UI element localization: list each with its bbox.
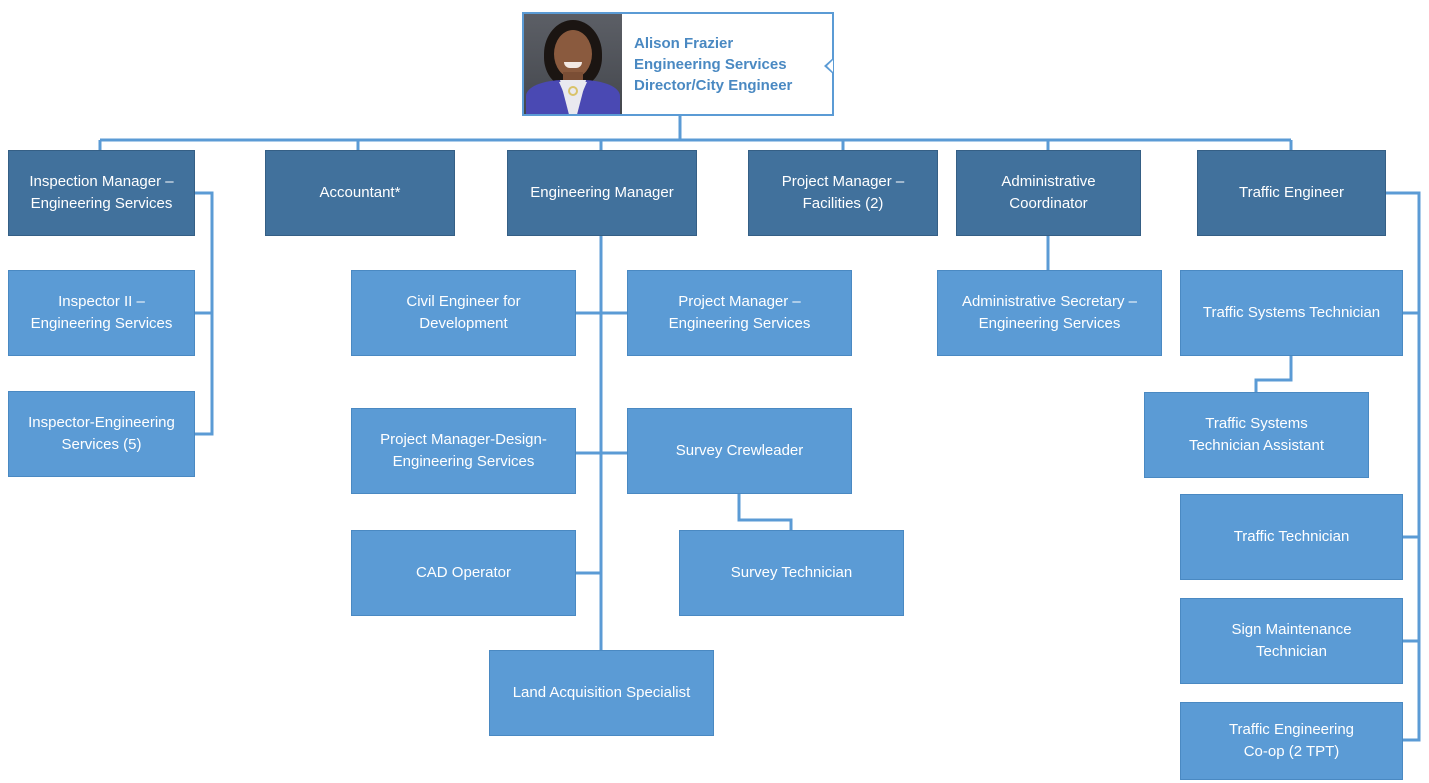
node-project-manager-engineering[interactable]: Project Manager – Engineering Services <box>627 270 852 356</box>
node-traffic-coop[interactable]: Traffic Engineering Co-op (2 TPT) <box>1180 702 1403 780</box>
director-department: Engineering Services <box>634 55 787 73</box>
node-inspection-manager[interactable]: Inspection Manager – Engineering Service… <box>8 150 195 236</box>
node-traffic-engineer[interactable]: Traffic Engineer <box>1197 150 1386 236</box>
node-label: Administrative Secretary – Engineering S… <box>961 293 1138 332</box>
node-traffic-systems-technician[interactable]: Traffic Systems Technician <box>1180 270 1403 356</box>
node-inspector-engineering[interactable]: Inspector-Engineering Services (5) <box>8 391 195 477</box>
node-label: Land Acquisition Specialist <box>512 684 691 701</box>
node-project-manager-facilities[interactable]: Project Manager – Facilities (2) <box>748 150 938 236</box>
node-engineering-manager[interactable]: Engineering Manager <box>507 150 697 236</box>
director-name: Alison Frazier <box>634 34 734 52</box>
node-accountant[interactable]: Accountant* <box>265 150 455 236</box>
node-project-manager-design[interactable]: Project Manager-Design- Engineering Serv… <box>351 408 576 494</box>
node-label: Traffic Engineering Co-op (2 TPT) <box>1228 721 1355 760</box>
director-info: Alison Frazier Engineering Services Dire… <box>622 14 832 114</box>
node-sign-maintenance[interactable]: Sign Maintenance Technician <box>1180 598 1403 684</box>
node-cad-operator[interactable]: CAD Operator <box>351 530 576 616</box>
node-label: Traffic Technician <box>1233 528 1350 545</box>
node-traffic-technician[interactable]: Traffic Technician <box>1180 494 1403 580</box>
node-label: Administrative Coordinator <box>1001 173 1096 212</box>
node-label: Engineering Manager <box>530 184 674 201</box>
node-administrative-coordinator[interactable]: Administrative Coordinator <box>956 150 1141 236</box>
node-label: Project Manager-Design- Engineering Serv… <box>380 431 547 470</box>
node-survey-crewleader[interactable]: Survey Crewleader <box>627 408 852 494</box>
node-inspector-ii[interactable]: Inspector II – Engineering Services <box>8 270 195 356</box>
node-label: Project Manager – Engineering Services <box>668 293 811 332</box>
node-label: CAD Operator <box>415 564 512 581</box>
node-label: Traffic Systems Technician <box>1202 304 1381 321</box>
portrait-photo <box>524 14 622 114</box>
node-label: Inspection Manager – Engineering Service… <box>29 173 174 212</box>
node-label: Inspector II – Engineering Services <box>30 293 173 332</box>
node-label: Survey Technician <box>730 564 853 581</box>
node-label: Survey Crewleader <box>675 442 804 459</box>
node-land-acquisition[interactable]: Land Acquisition Specialist <box>489 650 714 736</box>
node-civil-engineer[interactable]: Civil Engineer for Development <box>351 270 576 356</box>
node-label: Inspector-Engineering Services (5) <box>28 414 175 453</box>
node-label: Accountant* <box>319 184 401 201</box>
node-traffic-systems-assistant[interactable]: Traffic Systems Technician Assistant <box>1144 392 1369 478</box>
node-label: Traffic Systems Technician Assistant <box>1188 415 1325 454</box>
node-survey-technician[interactable]: Survey Technician <box>679 530 904 616</box>
director-title: Director/City Engineer <box>634 76 793 94</box>
node-administrative-secretary[interactable]: Administrative Secretary – Engineering S… <box>937 270 1162 356</box>
director-node[interactable]: Alison Frazier Engineering Services Dire… <box>522 12 834 116</box>
collapse-chevron-icon[interactable] <box>824 58 833 74</box>
node-label: Project Manager – Facilities (2) <box>781 173 905 212</box>
node-label: Civil Engineer for Development <box>406 293 521 332</box>
node-label: Sign Maintenance Technician <box>1231 621 1352 660</box>
node-label: Traffic Engineer <box>1238 184 1345 201</box>
